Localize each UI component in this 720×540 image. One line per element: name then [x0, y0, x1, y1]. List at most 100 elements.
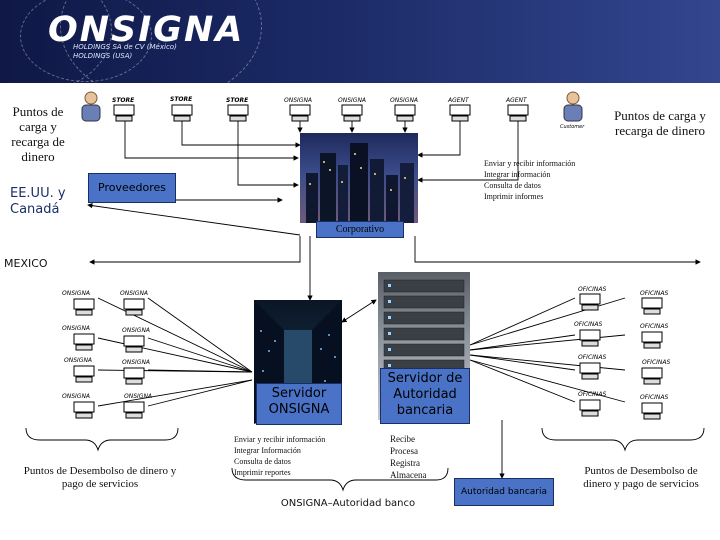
onsigna-node-label: ONSIGNA [62, 325, 91, 332]
connector-store1-corp [124, 115, 299, 161]
function-item: Integrar información [484, 170, 551, 179]
terminal-icon [641, 331, 663, 349]
onsigna-bank-label: ONSIGNA–Autoridad banco [280, 498, 416, 509]
onsigna-node-label: ONSIGNA [62, 290, 91, 297]
right-brace [541, 427, 705, 452]
terminal-icon [341, 104, 363, 122]
function-item: Almacena [390, 470, 427, 480]
connector-right-7 [469, 359, 576, 403]
server-onsigna-label: Servidor ONSIGNA [256, 383, 342, 425]
terminal-icon [641, 297, 663, 315]
onsigna-node-label: ONSIGNA [122, 359, 151, 366]
store-label: STORE [170, 96, 193, 103]
function-item: Imprimir reportes [234, 468, 291, 477]
connector-right-8 [469, 359, 626, 403]
connector-corp-right [414, 236, 701, 265]
function-item: Imprimir informes [484, 192, 544, 201]
terminal-icon [227, 104, 249, 122]
connector-agent1-corp [417, 115, 461, 158]
region-label: EE.UU. y Canadá [10, 186, 66, 217]
terminal-icon [641, 402, 663, 420]
connector-left-4 [147, 337, 253, 373]
office-node-label: OFICINAS [578, 354, 607, 361]
person-icon [81, 91, 101, 122]
function-item: Consulta de datos [234, 457, 291, 466]
terminal-icon [579, 362, 601, 380]
terminal-icon [579, 293, 601, 311]
terminal-icon [641, 367, 663, 385]
corporate-city-photo [300, 133, 418, 223]
function-item: Integrar Información [234, 446, 301, 455]
providers-box: Proveedores [88, 173, 176, 203]
connector-server-bank [341, 299, 377, 323]
connector-agent2-corp [417, 115, 519, 183]
onsigna-node-label: ONSIGNA [338, 97, 367, 104]
terminal-icon [73, 298, 95, 316]
function-item: Enviar y recibir información [484, 159, 576, 168]
terminal-icon [449, 104, 471, 122]
onsigna-node-label: ONSIGNA [62, 393, 91, 400]
connector-store3-corp [237, 115, 299, 188]
server-rack-icon [383, 279, 465, 373]
onsigna-node-label: ONSIGNA [64, 357, 93, 364]
agent-node-label: AGENT [506, 97, 527, 104]
terminal-icon [123, 298, 145, 316]
connector-right-1 [469, 297, 576, 346]
terminal-icon [579, 399, 601, 417]
connector-right-3 [469, 334, 576, 351]
terminal-icon [73, 333, 95, 351]
function-item: Registra [390, 458, 420, 468]
terminal-icon [289, 104, 311, 122]
server-bank-label: Servidor de Autoridad bancaria [380, 368, 470, 424]
terminal-icon [123, 335, 145, 353]
connector-left-6 [147, 369, 253, 373]
person-icon [563, 91, 583, 122]
terminal-icon [73, 365, 95, 383]
function-item: Procesa [390, 446, 418, 456]
corporate-label: Corporativo [316, 221, 404, 238]
connector-right-5 [469, 354, 576, 371]
terminal-icon [171, 104, 193, 122]
store-label: STORE [112, 97, 135, 104]
logo-text: ONSIGNA [48, 10, 245, 50]
left-brace [25, 427, 179, 452]
load-points-right-label: Puntos de carga y recarga de dinero [614, 108, 706, 138]
office-node-label: OFICINAS [642, 359, 671, 366]
function-item: Consulta de datos [484, 181, 541, 190]
connector-right-2 [469, 297, 626, 346]
terminal-icon [123, 401, 145, 419]
terminal-icon [394, 104, 416, 122]
connector-corp-left [89, 236, 301, 265]
city-skyline-icon [306, 143, 414, 223]
terminal-icon [507, 104, 529, 122]
office-node-label: OFICINAS [574, 321, 603, 328]
terminal-icon [73, 401, 95, 419]
office-node-label: OFICINAS [640, 290, 669, 297]
logo-subtitle-2: HOLDINGS (USA) [73, 52, 133, 60]
terminal-icon [123, 367, 145, 385]
disbursement-points-left-label: Puntos de Desembolso de dinero y pago de… [23, 465, 177, 490]
onsigna-node-label: ONSIGNA [284, 97, 313, 104]
server-bank-functions: Recibe Procesa Registra Almacena [390, 433, 426, 481]
store-label: STORE [226, 97, 249, 104]
onsigna-node-label: ONSIGNA [390, 97, 419, 104]
connector-left-8 [147, 379, 253, 407]
onsigna-node-label: ONSIGNA [122, 327, 151, 334]
bottom-brace [231, 467, 449, 492]
office-node-label: OFICINAS [578, 391, 607, 398]
logo-subtitle-1: HOLDINGS SA de CV (México) [73, 43, 177, 51]
connector-region-corp [87, 202, 301, 236]
server-onsigna-functions: Enviar y recibir información Integrar In… [234, 434, 325, 478]
onsigna-node-label: ONSIGNA [124, 393, 153, 400]
disbursement-points-right-label: Puntos de Desembolso de dinero y pago de… [583, 465, 699, 490]
corporate-functions: Enviar y recibir información Integrar in… [484, 158, 575, 202]
connector-left-1 [97, 297, 253, 373]
agent-node-label: AGENT [448, 97, 469, 104]
office-node-label: OFICINAS [640, 323, 669, 330]
customer-label: Customer [560, 124, 585, 130]
header-banner: ONSIGNA HOLDINGS SA de CV (México) HOLDI… [0, 0, 720, 83]
function-item: Recibe [390, 434, 415, 444]
onsigna-node-label: ONSIGNA [120, 290, 149, 297]
bank-authority-box: Autoridad bancaria [454, 478, 554, 506]
